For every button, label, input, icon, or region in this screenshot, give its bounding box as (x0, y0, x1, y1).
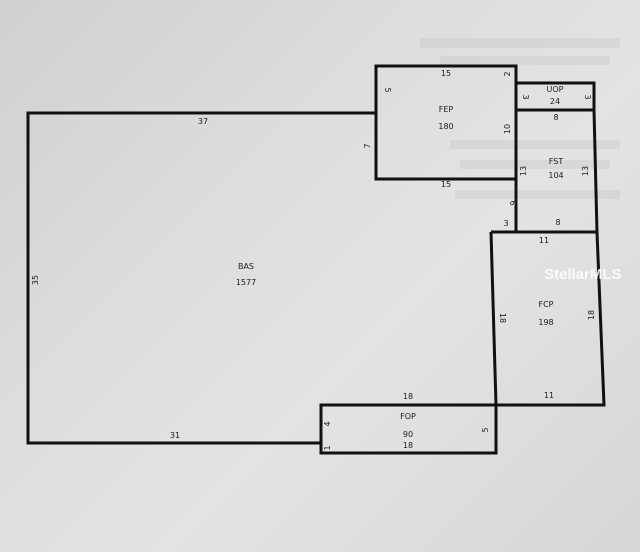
fep-name: FEP (439, 105, 454, 114)
dim-fop-right: 5 (481, 427, 490, 432)
dim-fst-side-a: 6 (508, 200, 517, 205)
dim-fst-right: 13 (581, 166, 590, 176)
bas-outline (26, 111, 376, 445)
dim-fcp-bottom: 11 (544, 391, 554, 400)
dim-fst-side-b: 3 (503, 219, 508, 228)
dim-fep-left: 5 (383, 87, 392, 92)
bas-area: 1577 (236, 278, 256, 287)
dim-fop-left-b: 1 (323, 445, 332, 450)
dim-fep-bottom: 15 (441, 180, 451, 189)
fcp-area: 198 (538, 318, 553, 327)
dim-uop-bottom: 8 (553, 113, 558, 122)
dim-fcp-left: 18 (498, 313, 507, 323)
bleed-through-marks (420, 38, 620, 199)
dim-fst-left: 13 (519, 166, 528, 176)
dim-fep-right: 10 (503, 124, 512, 134)
uop-name: UOP (547, 85, 564, 94)
fop-name: FOP (400, 412, 416, 421)
dim-fep-top: 15 (441, 69, 451, 78)
uop-outline (514, 81, 596, 112)
fop-extra: 18 (403, 441, 413, 450)
fst-name: FST (549, 157, 564, 166)
fop-outline (319, 403, 498, 455)
dim-fst-bottom: 8 (555, 218, 560, 227)
dim-bas-right-top: 7 (363, 143, 372, 148)
fop-area: 90 (403, 430, 413, 439)
uop-area: 24 (550, 97, 560, 106)
fst-right (592, 109, 599, 233)
stellar-mls-watermark: StellarMLS (544, 266, 622, 283)
bas-name: BAS (238, 262, 254, 271)
dim-uop-left: 3 (521, 94, 530, 99)
dim-uop-right: 3 (583, 94, 592, 99)
dim-fop-top: 18 (403, 392, 413, 401)
dim-bas-top: 37 (198, 117, 208, 126)
fep-area: 180 (438, 122, 453, 131)
fcp-name: FCP (538, 300, 553, 309)
fst-area: 104 (548, 171, 563, 180)
fcp-outline (489, 231, 606, 407)
dim-fop-left-a: 4 (323, 421, 332, 426)
dim-bas-left: 35 (31, 275, 40, 285)
dim-fcp-right: 18 (587, 310, 596, 320)
dim-bas-bottom: 31 (170, 431, 180, 440)
dim-fcp-top: 11 (539, 236, 549, 245)
dim-fep-corner: 2 (503, 71, 512, 76)
